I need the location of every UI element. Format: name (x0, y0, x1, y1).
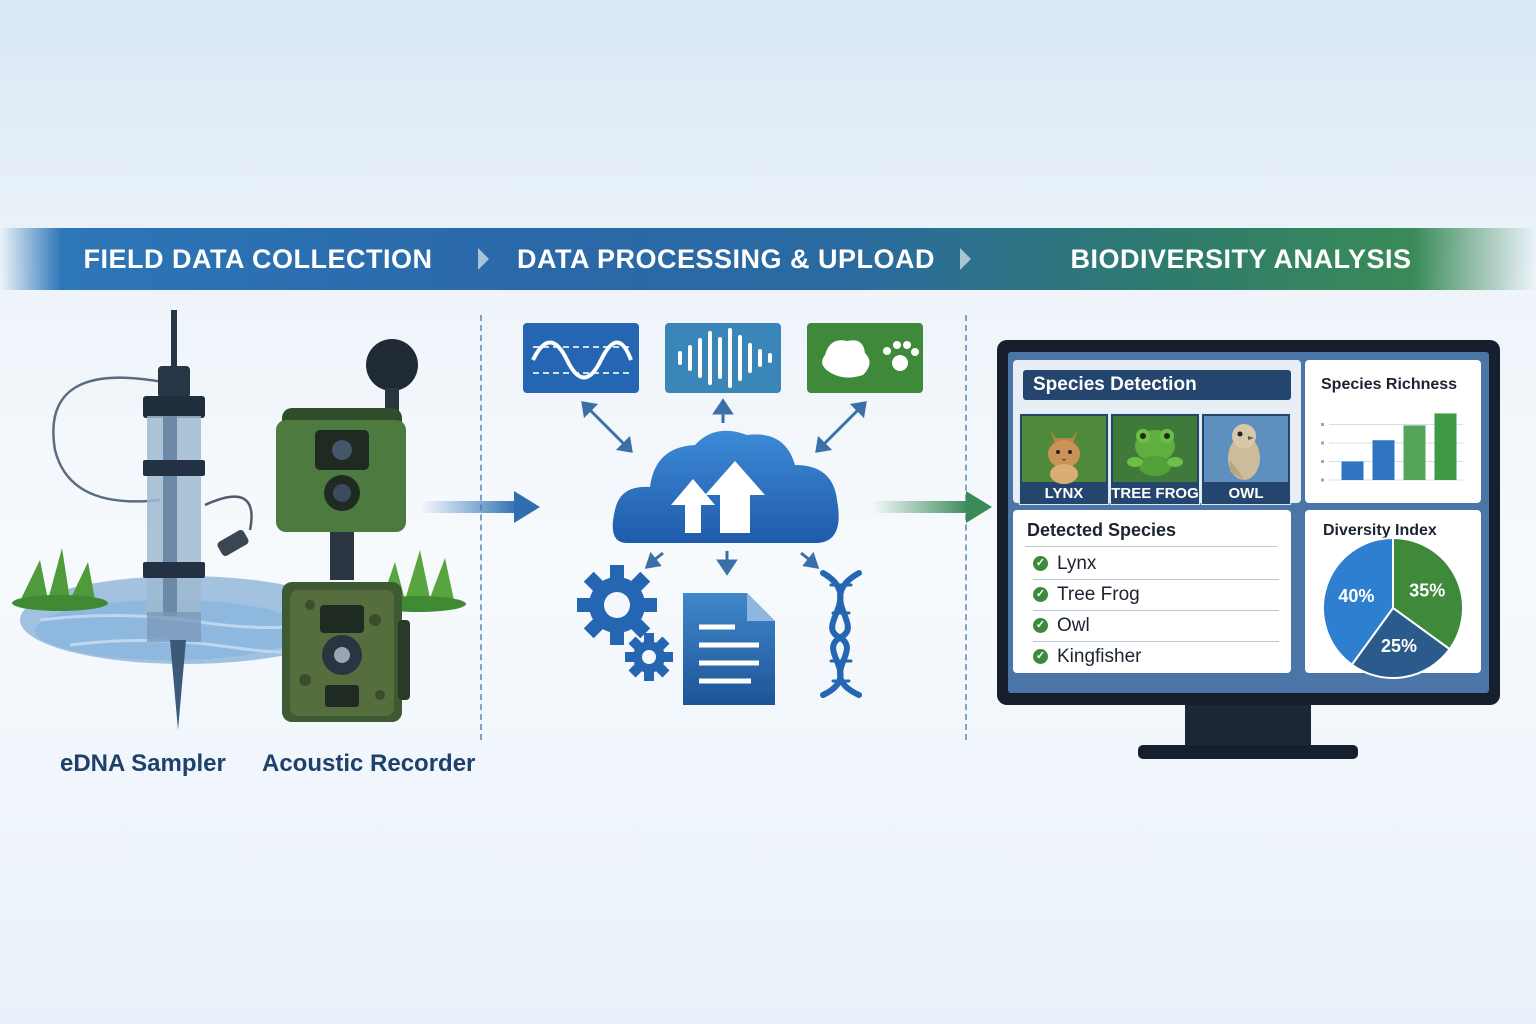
diversity-index-panel: Diversity Index 35% 25% 40% (1305, 510, 1481, 679)
divider (1025, 546, 1277, 547)
species-richness-chart (1321, 413, 1463, 482)
species-name: Tree Frog (1057, 584, 1140, 605)
stage-biodiversity-analysis: BIODIVERSITY ANALYSIS (1070, 244, 1412, 274)
list-item[interactable]: ✓ Kingfisher (1033, 641, 1279, 672)
tree-frog-image (1113, 416, 1197, 482)
list-item[interactable]: ✓ Lynx (1033, 548, 1279, 580)
chevron-right-icon (960, 248, 971, 270)
flow-arrow-icon (420, 491, 540, 523)
field-devices-illustration (12, 310, 466, 730)
pie-slice-35pct (1392, 536, 1464, 651)
pie-slice-40pct (1322, 536, 1394, 667)
pie-label: 35% (1409, 581, 1445, 601)
gears-icon (577, 565, 673, 681)
monitor: Species Detection LYNX (997, 340, 1500, 705)
pie-label: 25% (1381, 636, 1417, 656)
document-icon (683, 593, 775, 705)
y-tick (1321, 460, 1324, 463)
species-richness-panel: Species Richness (1305, 360, 1481, 503)
sequence-wave-icon (523, 323, 639, 393)
section-divider (480, 315, 482, 740)
species-name: Kingfisher (1057, 646, 1142, 667)
bar-4 (1434, 413, 1457, 480)
bar-1 (1341, 461, 1364, 480)
animal-track-icon (807, 323, 923, 393)
acoustic-recorder-label: Acoustic Recorder (262, 750, 476, 777)
pie-label: 40% (1338, 586, 1374, 606)
processing-hub (523, 323, 923, 705)
checkmark-icon: ✓ (1033, 649, 1048, 664)
stage-field-data-collection: FIELD DATA COLLECTION (83, 244, 433, 274)
dashboard-screen: Species Detection LYNX (1008, 352, 1489, 693)
list-item[interactable]: ✓ Owl (1033, 610, 1279, 642)
owl-image (1204, 416, 1288, 482)
monitor-base (1138, 745, 1358, 759)
cloud-upload-icon (612, 430, 839, 543)
y-tick (1321, 423, 1324, 426)
species-detection-panel: Species Detection LYNX (1013, 360, 1301, 505)
species-tile-lynx[interactable]: LYNX (1019, 413, 1109, 505)
species-richness-title: Species Richness (1321, 376, 1458, 393)
detected-species-panel: Detected Species ✓ Lynx ✓ Tree Frog ✓ Ow… (1013, 510, 1291, 673)
detected-species-title: Detected Species (1027, 520, 1177, 540)
bar-2 (1372, 440, 1395, 480)
y-tick (1321, 441, 1324, 445)
audio-waveform-icon (665, 323, 781, 393)
chevron-right-icon (478, 248, 489, 270)
y-tick (1321, 478, 1324, 482)
species-name: Owl (1057, 615, 1090, 636)
dna-icon (820, 570, 862, 698)
diversity-index-title: Diversity Index (1323, 522, 1437, 539)
checkmark-icon: ✓ (1033, 618, 1048, 633)
edna-sampler-label: eDNA Sampler (60, 750, 226, 777)
list-item[interactable]: ✓ Tree Frog (1033, 579, 1279, 611)
diversity-index-chart: 35% 25% 40% (1322, 536, 1464, 679)
stage-banner: FIELD DATA COLLECTION DATA PROCESSING & … (0, 228, 1536, 290)
stage-data-processing-upload: DATA PROCESSING & UPLOAD (516, 244, 935, 274)
species-tile-label: TREE FROG (1111, 485, 1199, 502)
checkmark-icon: ✓ (1033, 556, 1048, 571)
species-detection-title: Species Detection (1023, 370, 1291, 400)
species-tile-tree-frog[interactable]: TREE FROG (1110, 413, 1200, 505)
species-tile-owl[interactable]: OWL (1201, 413, 1291, 505)
species-tile-label: LYNX (1044, 485, 1084, 502)
grass-left (12, 548, 108, 611)
acoustic-recorder-icon (276, 339, 418, 722)
edna-sampler-icon (52, 310, 253, 730)
checkmark-icon: ✓ (1033, 587, 1048, 602)
monitor-stand (1185, 705, 1311, 747)
lynx-image (1022, 416, 1106, 484)
section-divider (965, 315, 967, 740)
flow-arrow-icon (872, 491, 992, 523)
pie-slice-25pct (1350, 606, 1452, 679)
bar-3 (1403, 425, 1426, 480)
species-name: Lynx (1057, 553, 1097, 574)
species-tile-label: OWL (1228, 485, 1264, 502)
